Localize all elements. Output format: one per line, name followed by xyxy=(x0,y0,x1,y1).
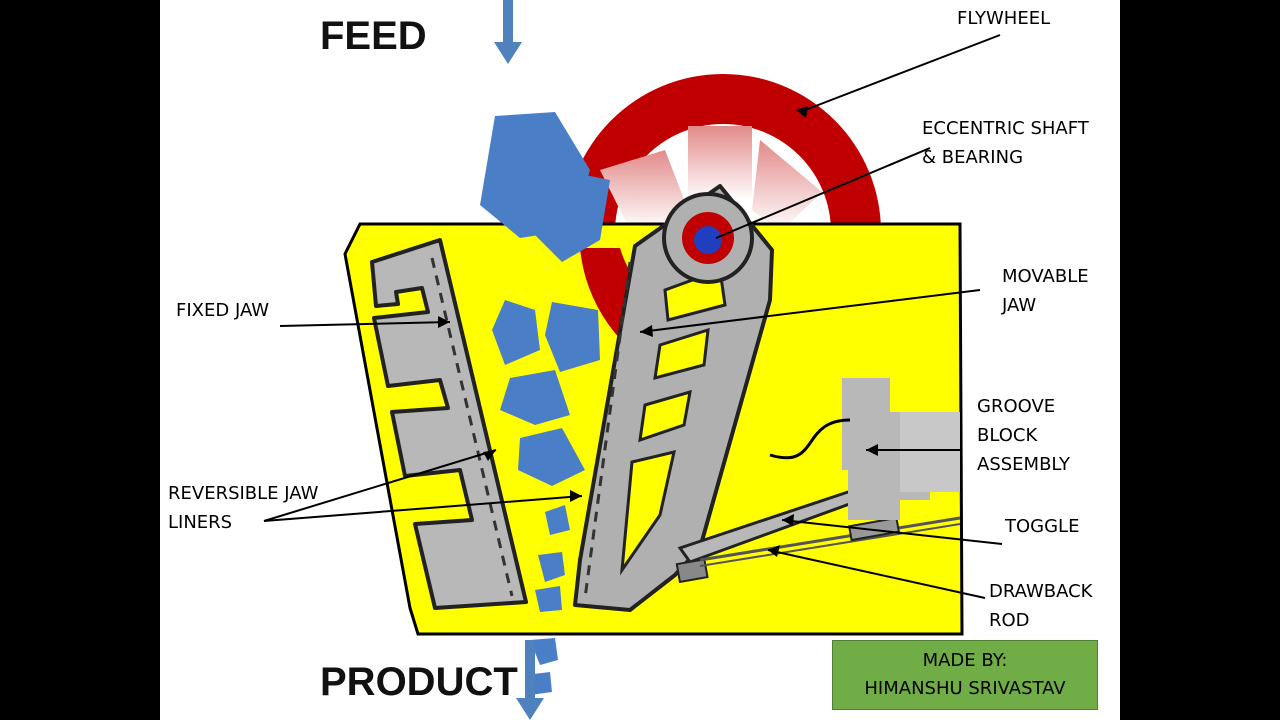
label-block: BLOCK xyxy=(977,425,1038,446)
leader-lines xyxy=(263,34,1003,599)
label-assembly: ASSEMBLY xyxy=(977,454,1071,475)
label-groove: GROOVE xyxy=(977,396,1056,417)
label-liners: LINERS xyxy=(168,512,233,533)
label-toggle: TOGGLE xyxy=(1005,516,1080,537)
feed-arrow xyxy=(494,0,522,64)
product-arrow xyxy=(516,640,544,720)
jaw-crusher-illustration xyxy=(263,0,1003,720)
leader-arrowheads xyxy=(438,106,878,557)
label-rod: ROD xyxy=(989,610,1030,631)
toggle-assembly xyxy=(675,486,961,584)
product-title: PRODUCT xyxy=(320,660,518,704)
label-flywheel: FLYWHEEL xyxy=(957,8,1051,29)
credit-box: MADE BY: HIMANSHU SRIVASTAV xyxy=(832,640,1098,710)
diagram-slide: FEED PRODUCT FLYWHEEL ECCENTRIC SHAFT & … xyxy=(160,0,1120,720)
label-eccentric-shaft: ECCENTRIC SHAFT xyxy=(922,118,1089,139)
fixed-jaw xyxy=(370,238,528,610)
label-reversible-jaw: REVERSIBLE JAW xyxy=(168,483,319,504)
label-movable: MOVABLE xyxy=(1002,266,1089,287)
rocks xyxy=(480,112,610,695)
feed-title: FEED xyxy=(320,14,427,58)
label-drawback: DRAWBACK xyxy=(989,581,1093,602)
label-fixed-jaw: FIXED JAW xyxy=(176,300,270,321)
label-bearing: & BEARING xyxy=(922,147,1024,168)
credit-heading: MADE BY: xyxy=(922,650,1008,671)
label-movable-jaw: JAW xyxy=(1002,295,1037,316)
credit-author: HIMANSHU SRIVASTAV xyxy=(864,678,1066,699)
